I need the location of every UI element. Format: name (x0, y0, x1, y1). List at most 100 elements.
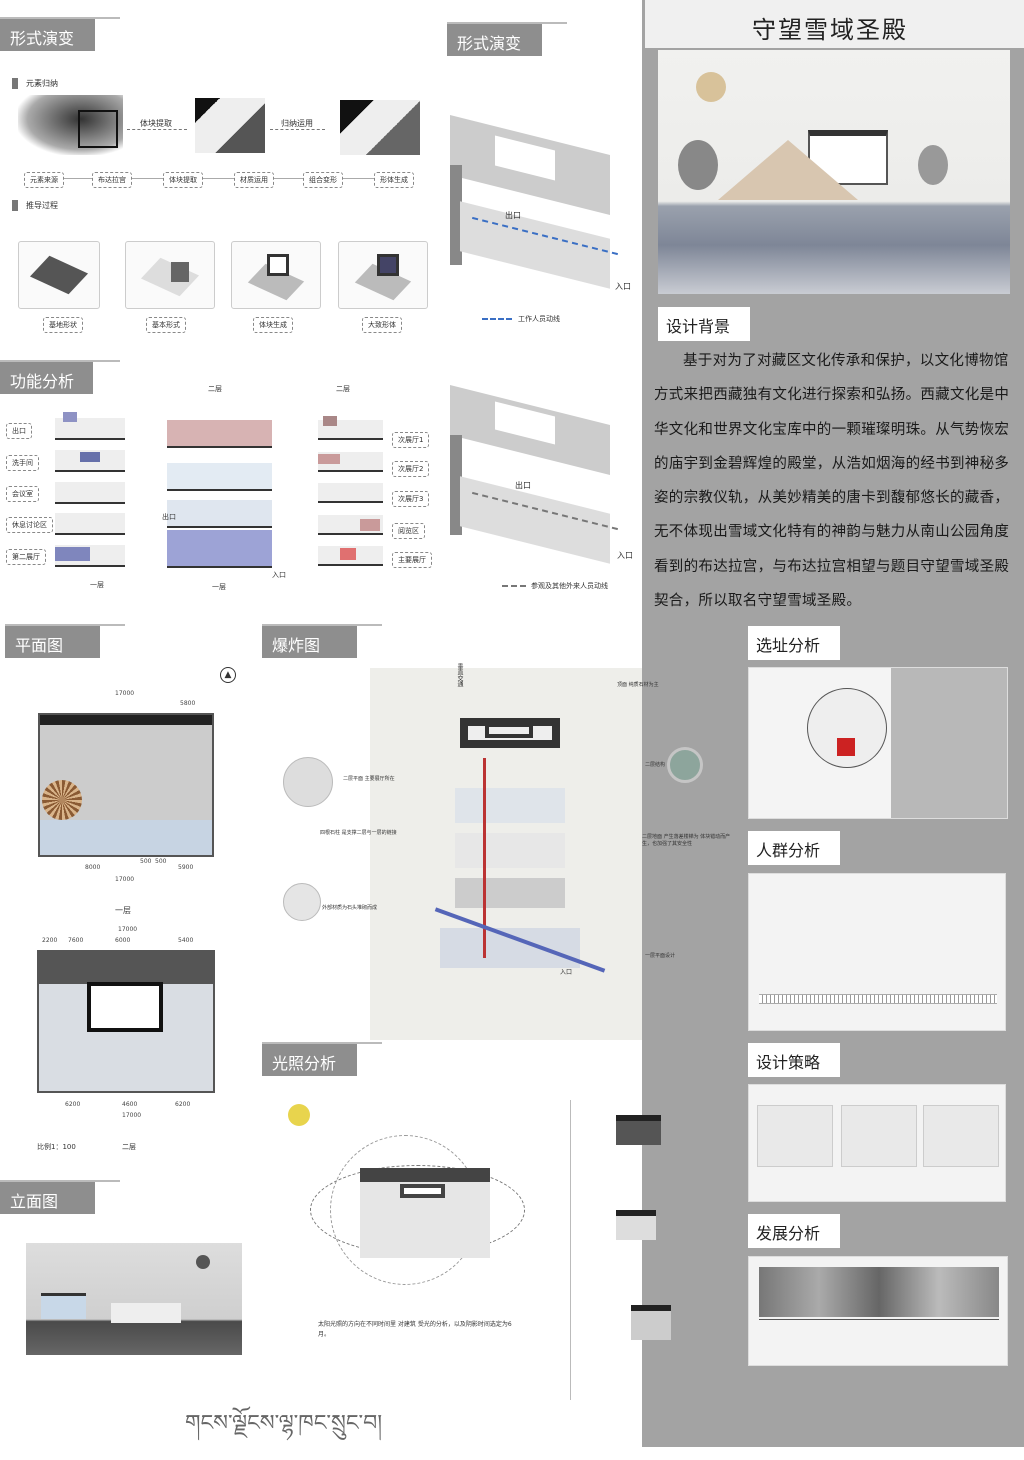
section-header-crowd-analysis: 人群分析 (748, 831, 840, 865)
dimension: 5900 (178, 864, 194, 871)
hero-image (658, 50, 1010, 294)
derivation-label: 大致形体 (362, 317, 402, 333)
title-area (645, 0, 1024, 48)
derivation-card (338, 241, 428, 309)
block-model (340, 100, 420, 155)
function-label: 主要展厅 (392, 552, 432, 568)
section-header-design-background: 设计背景 (658, 307, 750, 341)
floor-label: 一层 (212, 583, 226, 591)
section-header-elevation: 立面图 (0, 1180, 120, 1214)
section-header-form-evolution-2: 形式演变 (447, 22, 567, 56)
dashed-line (270, 129, 325, 130)
entrance-label: 入口 (617, 551, 633, 560)
exploded-note: 二层地面 产生落差楼梯为 体块错动而产生，也加强了其安全性 (642, 834, 731, 847)
floor-label: 二层 (122, 1143, 136, 1151)
function-label: 阅览区 (392, 523, 425, 539)
dimension: 5400 (178, 937, 194, 944)
design-strategy-image (748, 1084, 1006, 1202)
dimension: 4600 (122, 1101, 138, 1108)
shadow-studies (570, 1100, 671, 1400)
floor1-plan (38, 713, 214, 857)
poster-title: 守望雪域圣殿 (752, 16, 908, 44)
step-tag: 材质运用 (234, 172, 274, 188)
dimension: 17000 (118, 926, 138, 933)
exploded-note: 二层平面 主要展厅所在 (343, 776, 395, 782)
exit-label: 出口 (515, 481, 531, 490)
function-label: 次展厅2 (392, 461, 430, 477)
step-tag: 布达拉宫 (92, 172, 132, 188)
arrow-label: 体块提取 (140, 119, 172, 128)
scale-label: 比例1：100 (37, 1143, 76, 1151)
step-tag: 元素来源 (24, 172, 64, 188)
legend-dash (502, 585, 526, 587)
dimension: 6000 (115, 937, 131, 944)
floor2-plan (37, 950, 215, 1093)
dimension: 2200 (42, 937, 58, 944)
dimension: 500 (140, 858, 152, 865)
site-analysis-image (748, 667, 1008, 819)
exit-label: 出口 (505, 211, 521, 220)
staff-flow-diagram (450, 115, 635, 290)
sun-icon (696, 72, 726, 102)
development-image (748, 1256, 1008, 1366)
dimension: 17000 (122, 1112, 142, 1119)
dimension: 8000 (85, 864, 101, 871)
section-header-form-evolution: 形式演变 (0, 17, 120, 51)
visitor-flow-diagram (450, 385, 635, 565)
derivation-card (18, 241, 100, 309)
derivation-card (231, 241, 321, 309)
entrance-label: 入口 (560, 969, 573, 976)
entrance-label: 入口 (615, 282, 631, 291)
step-tag: 体块提取 (163, 172, 203, 188)
dimension: 6200 (175, 1101, 191, 1108)
north-arrow-icon: ▲ (220, 667, 236, 683)
dashed-line (127, 129, 187, 130)
step-tag: 组合变形 (303, 172, 343, 188)
derivation-label: 基本形式 (146, 317, 186, 333)
detail-circle (283, 757, 333, 807)
legend-label: 参观及其他外来人员动线 (531, 582, 608, 590)
section-header-function: 功能分析 (0, 360, 120, 394)
dimension: 17000 (115, 876, 135, 883)
dimension: 7600 (68, 937, 84, 944)
arrow-label: 归纳运用 (281, 119, 313, 128)
exploded-note: 四根石柱 是支撑二层与一层的链接 (320, 830, 397, 836)
derivation-card (125, 241, 215, 309)
element-title: 元素归纳 (12, 78, 58, 89)
function-label: 第二展厅 (6, 549, 46, 565)
step-tag: 形体生成 (374, 172, 414, 188)
exploded-note: 外部材质为石头堆砌而成 (322, 905, 378, 911)
dimension: 6200 (65, 1101, 81, 1108)
function-label: 休息讨论区 (6, 517, 53, 533)
lighting-note: 太阳光照的方向在不同时间里 对建筑 受光的分析，以及阴影时间选定为6月。 (318, 1321, 512, 1338)
dimension: 17000 (115, 690, 135, 697)
exit-label: 出口 (162, 513, 176, 521)
mountain (718, 140, 858, 200)
building-model (360, 1168, 490, 1258)
potala-image (18, 95, 123, 155)
exploded-diagram (370, 668, 642, 1040)
section-header-lighting: 光照分析 (262, 1042, 382, 1076)
dimension: 500 (155, 858, 167, 865)
axis-label: 垂直交通 (456, 663, 463, 687)
tibetan-title: གངས་ལྗོངས་ལྷ་ཁང་སྲུང་བ། (185, 1411, 383, 1436)
exploded-note: 一层平面设计 (645, 953, 676, 959)
section-header-plan: 平面图 (5, 624, 125, 658)
exploded-note: 二层结构 (645, 762, 666, 768)
legend-label: 工作人员动线 (518, 315, 560, 323)
detail-circle (283, 883, 321, 921)
section-header-design-strategy: 设计策略 (748, 1043, 840, 1077)
derivation-title: 推导过程 (12, 200, 58, 211)
derivation-label: 基地形状 (43, 317, 83, 333)
function-stack-diagram (162, 415, 282, 575)
section-header-site-analysis: 选址分析 (748, 626, 840, 660)
function-label: 次展厅3 (392, 491, 430, 507)
elevation-image (26, 1243, 242, 1355)
dimension: 5800 (180, 700, 196, 707)
function-label: 出口 (6, 423, 32, 439)
function-label: 会议室 (6, 486, 39, 502)
block-model (195, 98, 265, 153)
design-background-text: 基于对为了对藏区文化传承和保护，以文化博物馆方式来把西藏独有文化进行探索和弘扬。… (654, 353, 1010, 610)
tree-icon (678, 140, 718, 190)
exploded-note: 顶面 纯质石材为主 (617, 682, 659, 688)
